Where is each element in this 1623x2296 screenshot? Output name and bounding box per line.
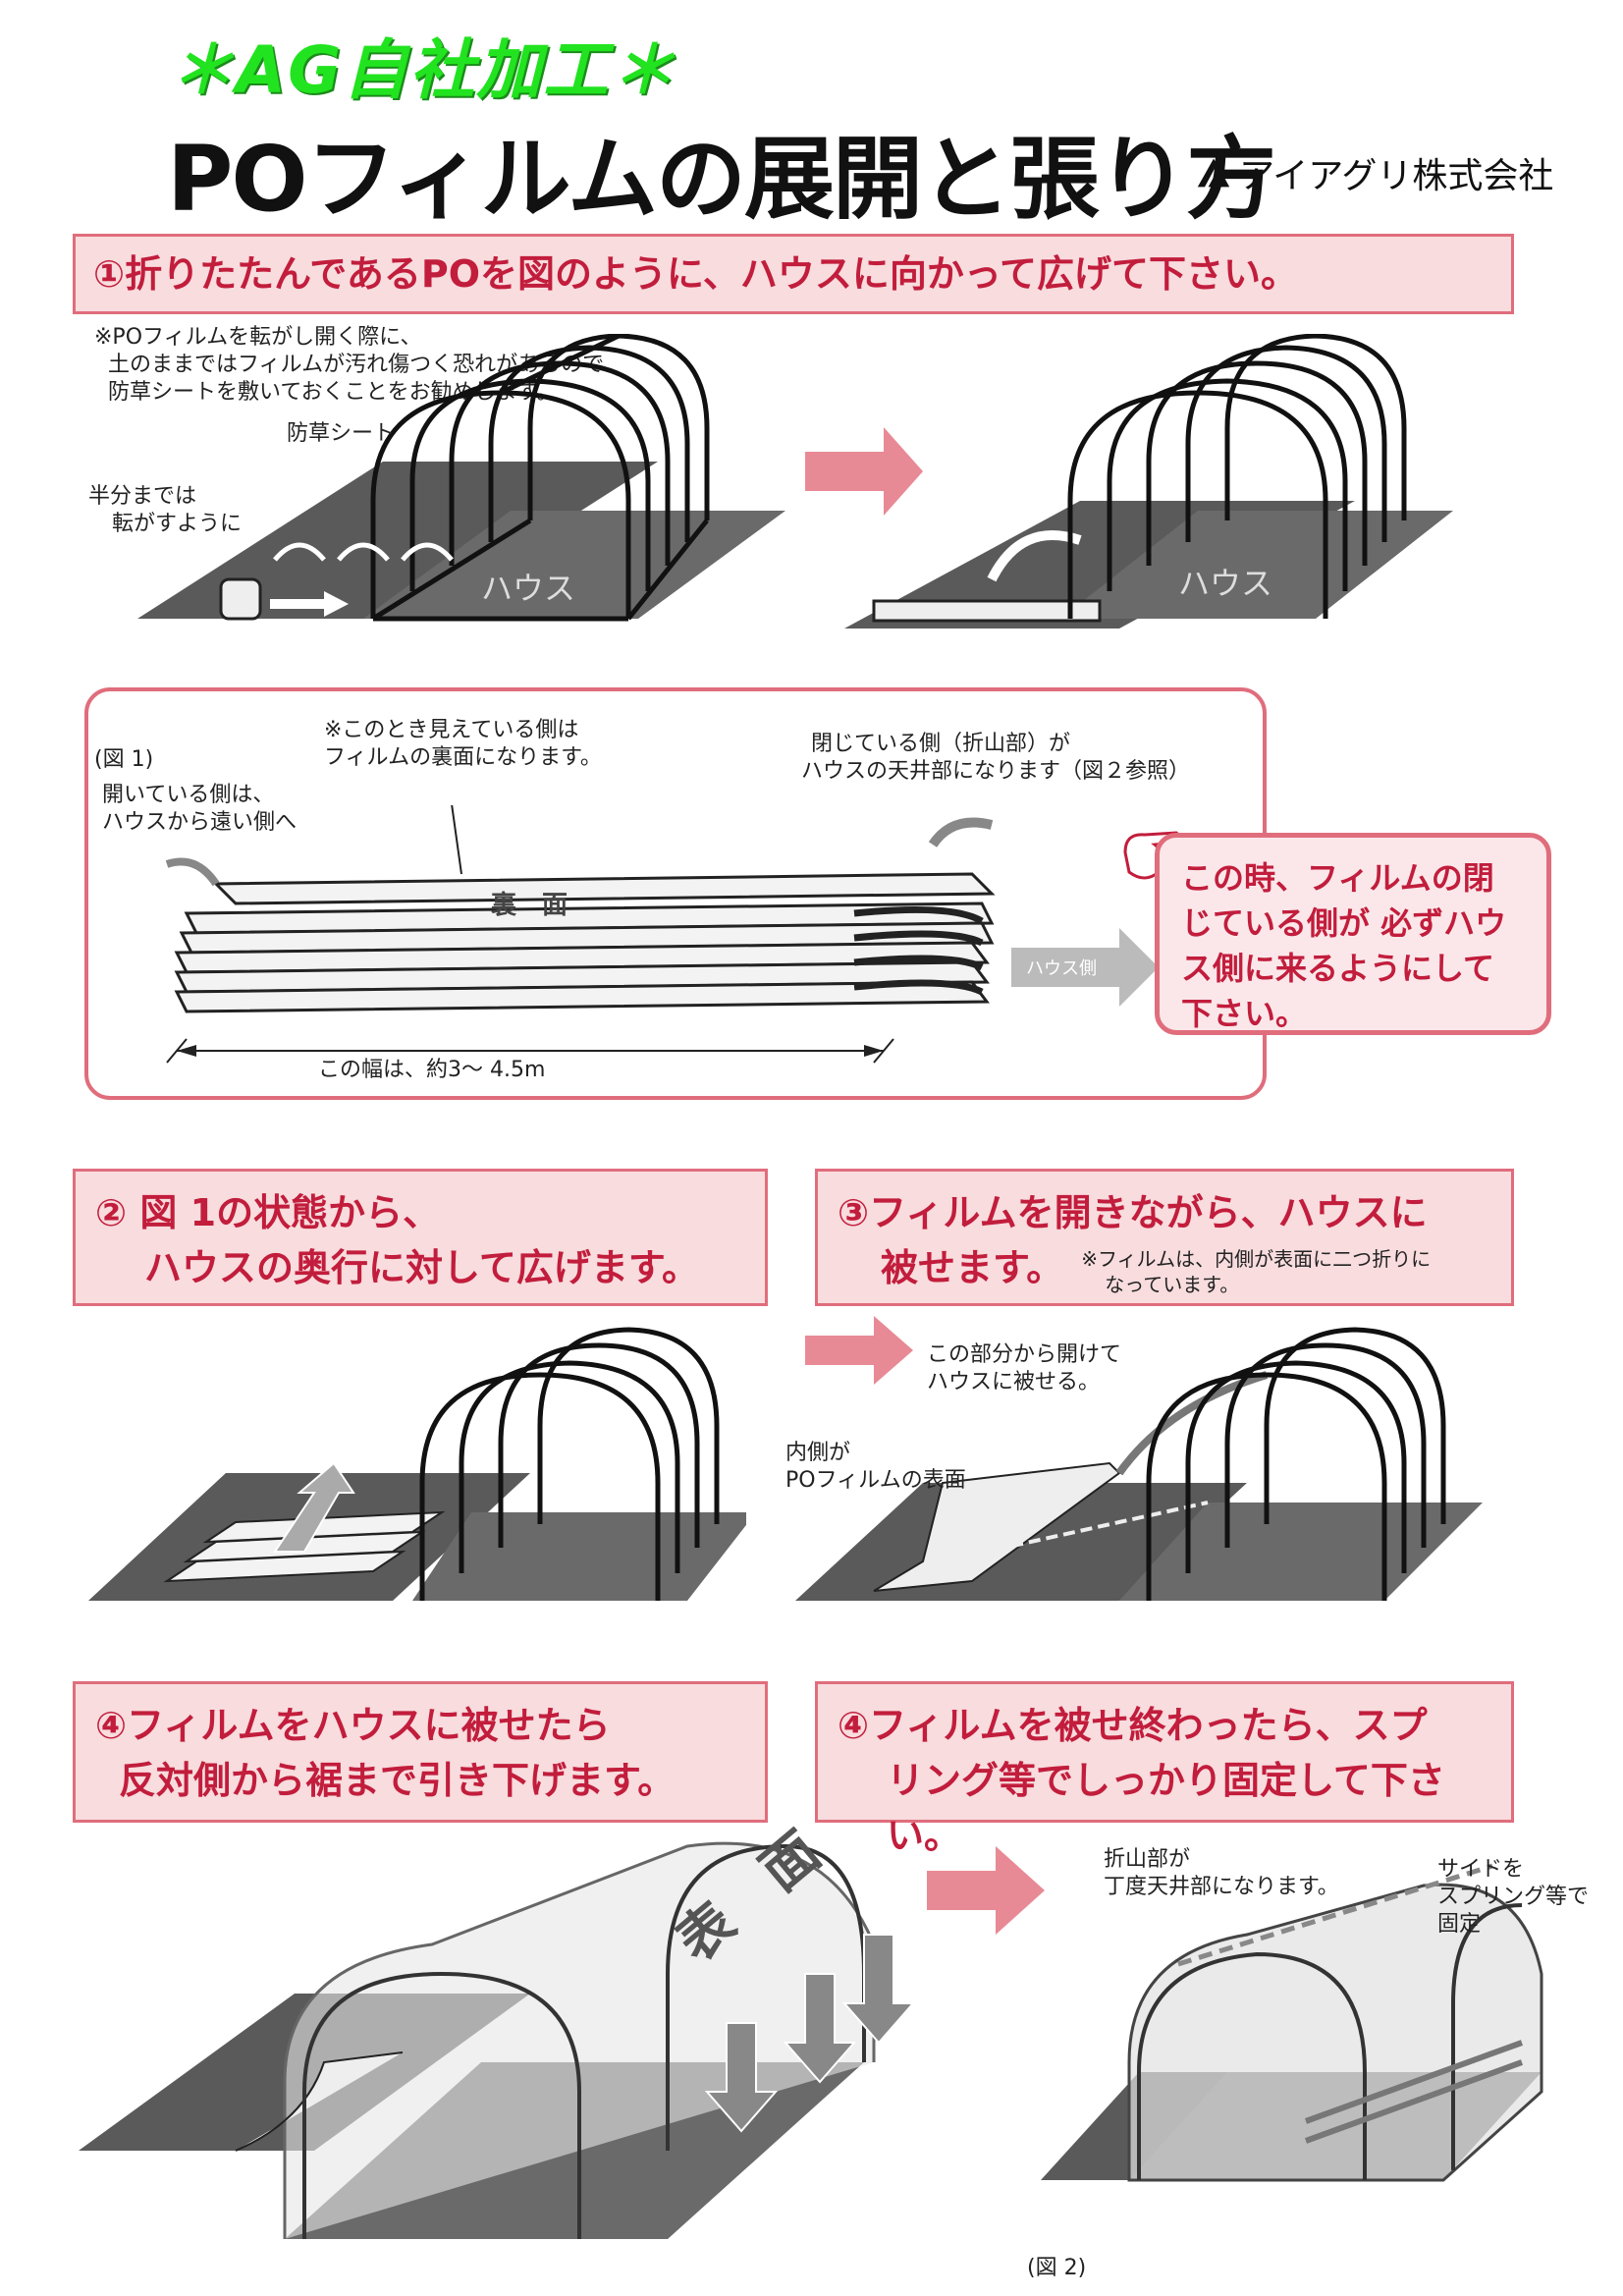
step4a-illustration: 表 面 bbox=[79, 1827, 916, 2239]
fold-line bbox=[942, 1501, 1209, 1563]
side-fix-line: スプリング等で bbox=[1437, 1885, 1590, 1909]
closed-side-label: 閉じている側（折山部）が ハウスの天井部になります（図２参照） bbox=[801, 731, 1190, 786]
house-label-right: ハウス bbox=[1178, 565, 1272, 602]
logo-icon bbox=[1197, 158, 1230, 188]
header-title-top: ＊AG自社加工＊ bbox=[169, 32, 677, 108]
folded-film-stack bbox=[174, 872, 996, 1013]
spring-fixings bbox=[1304, 2040, 1524, 2144]
step4a-heading-line: 反対側から裾まで引き下げます。 bbox=[119, 1759, 676, 1802]
ridge-label: 折山部が 丁度天井部になります。 bbox=[1104, 1846, 1339, 1901]
step4b-heading: ④フィルムを被せ終わったら、スプ リング等でしっかり固定して下さい。 bbox=[815, 1681, 1514, 1857]
curved-arrow-icon bbox=[273, 542, 454, 562]
roll-instruction-line: 半分までは bbox=[88, 484, 197, 509]
curved-arrow-icon bbox=[928, 817, 994, 847]
step2-heading: ② 図 1の状態から、 ハウスの奥行に対して広げます。 bbox=[73, 1169, 768, 1306]
house-floor bbox=[1119, 1503, 1483, 1601]
up-arrow-icon bbox=[273, 1461, 355, 1553]
company-name-block: アイアグリ株式会社 bbox=[1196, 147, 1553, 198]
step2-heading-line: ② 図 1の状態から、 bbox=[95, 1191, 441, 1234]
ridge-line bbox=[1177, 1863, 1493, 1967]
figure2-caption: (図 2) bbox=[1027, 2256, 1087, 2280]
step3-illustration bbox=[795, 1316, 1483, 1601]
house-frame-right bbox=[1067, 334, 1407, 619]
house-frame bbox=[419, 1327, 720, 1601]
step1-heading: ①折りたたんであるPOを図のように、ハウスに向かって広げて下さい。 bbox=[73, 234, 1514, 314]
step1-illustration: ハウス ハウス bbox=[137, 334, 1453, 629]
right-arrow-icon bbox=[927, 1846, 1045, 1935]
step3-heading-line: ③フィルムを開きながら、ハウスに bbox=[838, 1191, 1428, 1234]
ridge-line-text: 丁度天井部になります。 bbox=[1104, 1875, 1339, 1899]
visible-side-line: フィルムの裏面になります。 bbox=[324, 745, 602, 770]
inner-side-label: 内側が POフィルムの表面 bbox=[785, 1440, 966, 1495]
ridge-line-text: 折山部が bbox=[1104, 1847, 1191, 1872]
film-roll bbox=[219, 577, 262, 621]
weed-sheet-label: 防草シート bbox=[287, 421, 396, 446]
step3-heading-note: ※フィルムは、内側が表面に二つ折りに なっています。 bbox=[1063, 1240, 1431, 1297]
figure1-callout: この時、フィルムの閉じている側が 必ずハウス側に来るようにして下さい。 bbox=[1155, 833, 1551, 1035]
house-frame bbox=[1137, 1903, 1523, 2180]
closed-fold-edges bbox=[853, 905, 984, 996]
open-here-line: この部分から開けて bbox=[927, 1342, 1122, 1367]
width-label: この幅は、約3～ 4.5m bbox=[318, 1058, 546, 1082]
open-side-line: 開いている側は、 bbox=[102, 783, 275, 807]
opened-film bbox=[873, 1461, 1121, 1592]
curved-arrow-icon bbox=[165, 857, 220, 887]
pointer-line bbox=[451, 805, 462, 875]
covered-film bbox=[283, 1841, 876, 2239]
open-here-label: この部分から開けて ハウスに被せる。 bbox=[927, 1341, 1121, 1396]
step4a-heading: ④フィルムをハウスに被せたら 反対側から裾まで引き下げます。 bbox=[73, 1681, 768, 1823]
film-tail bbox=[235, 2051, 404, 2152]
figure1-illustration: 裏 面 ハウス側 bbox=[165, 805, 1159, 1064]
step4a-heading-line: ④フィルムをハウスに被せたら bbox=[95, 1704, 611, 1747]
visible-side-label: ※このとき見えている側は フィルムの裏面になります。 bbox=[324, 717, 602, 772]
house-floor-left bbox=[363, 511, 785, 619]
step2-illustration bbox=[88, 1327, 746, 1601]
step3-heading: ③フィルムを開きながら、ハウスに 被せます。 ※フィルムは、内側が表面に二つ折り… bbox=[815, 1169, 1514, 1306]
company-name: アイアグリ株式会社 bbox=[1239, 156, 1554, 196]
house-label-left: ハウス bbox=[481, 570, 575, 607]
right-arrow-icon bbox=[805, 1316, 913, 1385]
house-floor-right bbox=[1060, 511, 1453, 619]
step2-heading-line: ハウスの奥行に対して広げます。 bbox=[144, 1246, 700, 1289]
closed-side-line: ハウスの天井部になります（図２参照） bbox=[801, 759, 1191, 784]
visible-side-line: ※このとき見えている側は bbox=[324, 718, 579, 742]
roll-instruction-line: 転がすように bbox=[112, 512, 243, 536]
open-side-label: 開いている側は、 ハウスから遠い側へ bbox=[102, 782, 297, 837]
house-floor bbox=[412, 1512, 746, 1601]
down-arrow-icon bbox=[704, 1934, 916, 2133]
right-arrow-icon bbox=[805, 427, 923, 516]
page-title: POフィルムの展開と張り方 bbox=[167, 127, 1276, 232]
folded-film bbox=[872, 599, 1102, 623]
figure1-caption: (図 1) bbox=[94, 747, 154, 772]
step4b-illustration bbox=[1041, 1863, 1543, 2182]
step1-note-line: ※POフィルムを転がし開く際に、 bbox=[94, 325, 422, 350]
house-side-arrow bbox=[1011, 928, 1159, 1007]
open-side-line: ハウスから遠い側へ bbox=[102, 810, 298, 835]
house-frame bbox=[1146, 1327, 1446, 1601]
closed-side-line: 閉じている側（折山部）が bbox=[811, 732, 1071, 756]
step4b-heading-line: リング等でしっかり固定して下さい。 bbox=[887, 1759, 1445, 1857]
step4b-heading-line: ④フィルムを被せ終わったら、スプ bbox=[838, 1704, 1428, 1747]
open-here-line: ハウスに被せる。 bbox=[927, 1370, 1101, 1394]
house-frame bbox=[302, 1843, 866, 2239]
side-fix-label: サイドを スプリング等で 固定 bbox=[1437, 1856, 1589, 1939]
roll-instruction: 半分までは 転がすように bbox=[88, 483, 242, 538]
house-frame-left bbox=[370, 334, 710, 622]
inner-side-line: 内側が bbox=[785, 1441, 851, 1465]
side-fix-line: 固定 bbox=[1437, 1912, 1482, 1937]
back-side-label: 裏 面 bbox=[491, 890, 568, 920]
step3-note-line: なっています。 bbox=[1105, 1273, 1240, 1296]
step3-note-line: ※フィルムは、内側が表面に二つ折りに bbox=[1081, 1247, 1432, 1271]
step3-heading-line: 被せます。 bbox=[881, 1246, 1064, 1289]
side-fix-line: サイドを bbox=[1437, 1857, 1525, 1882]
inner-side-line: POフィルムの表面 bbox=[785, 1468, 966, 1493]
house-side-label: ハウス側 bbox=[1026, 958, 1097, 979]
